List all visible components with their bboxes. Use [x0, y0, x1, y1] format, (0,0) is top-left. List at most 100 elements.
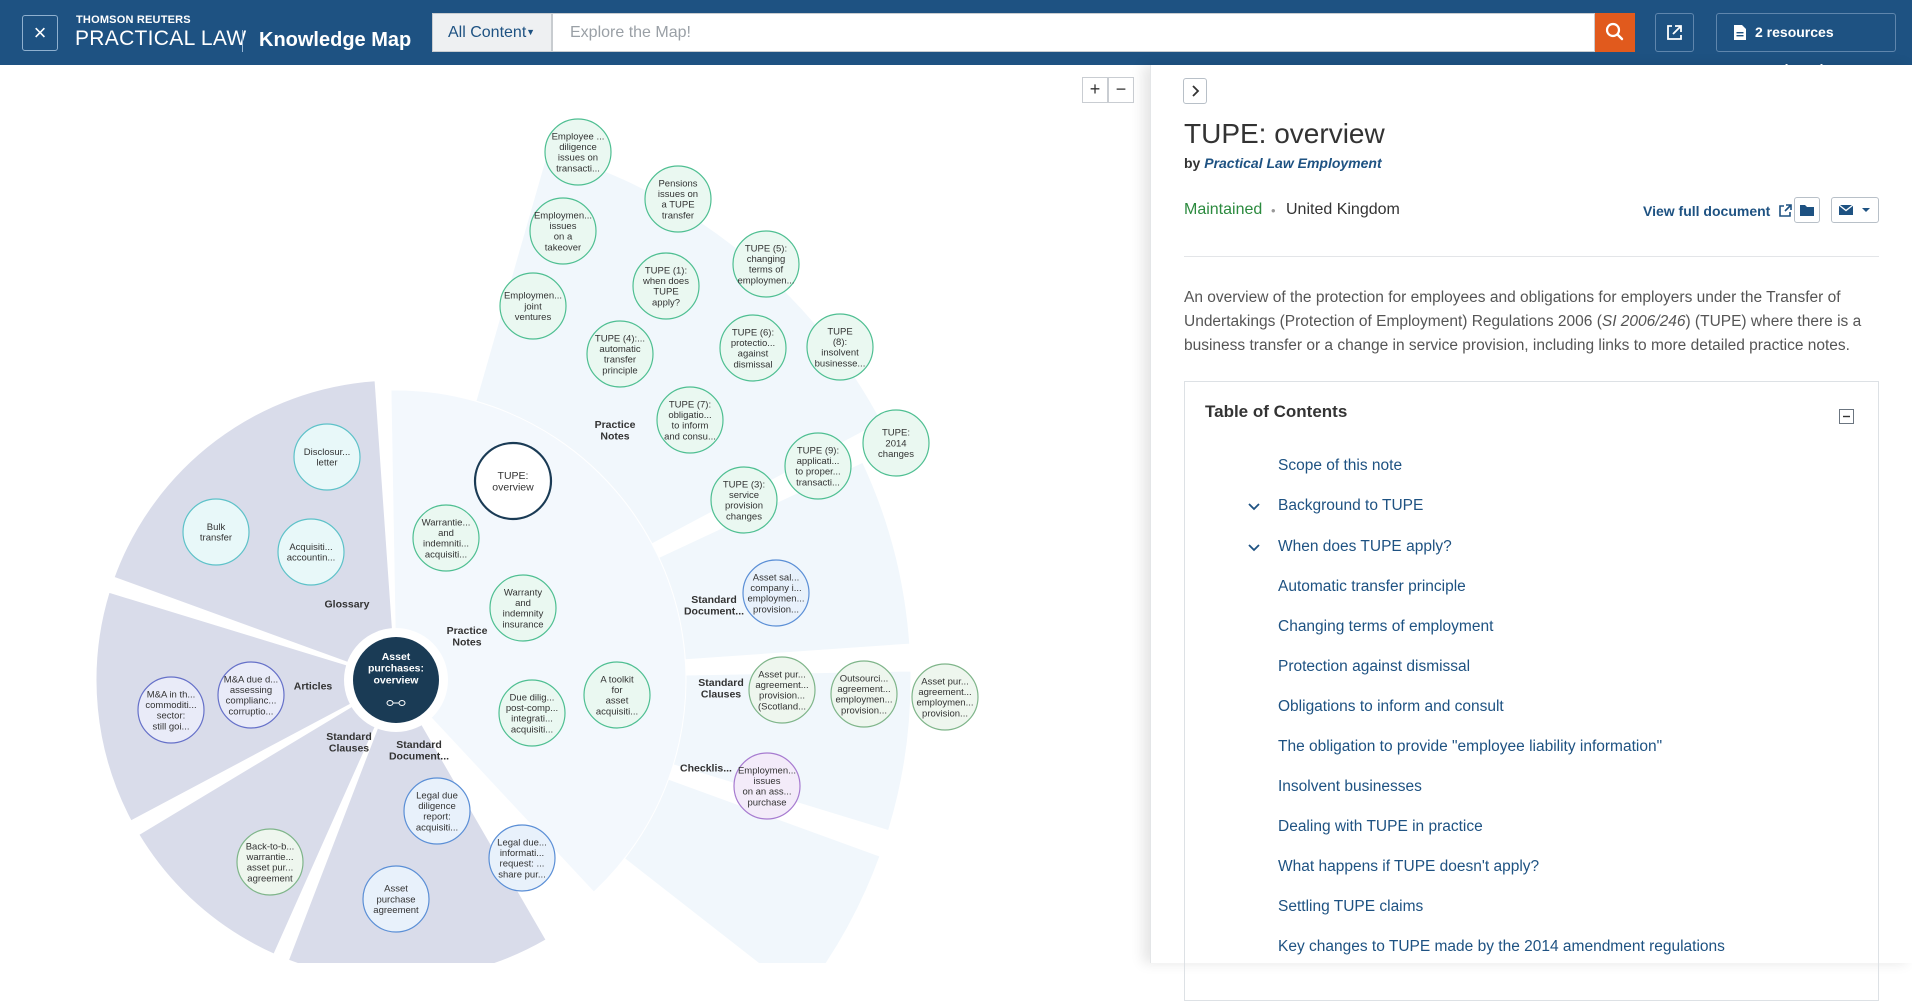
- map-node[interactable]: [583, 661, 651, 729]
- map-node-label: 2014: [885, 438, 906, 449]
- map-node-label: request: ...: [500, 859, 545, 870]
- map-node-label: agreement...: [918, 687, 971, 698]
- map-node-label: businesse...: [815, 358, 866, 369]
- map-node-label: acquisiti...: [416, 822, 458, 833]
- map-node[interactable]: [412, 504, 480, 572]
- resources-previewed-button[interactable]: 2 resources previewed: [1716, 13, 1896, 77]
- document-preview-panel: [1150, 65, 1912, 963]
- map-node[interactable]: [719, 314, 787, 382]
- open-new-window-button[interactable]: [1655, 13, 1694, 52]
- chevron-down-icon[interactable]: [1247, 541, 1261, 559]
- map-node[interactable]: [403, 777, 471, 845]
- map-node-label: TUPE (7):: [669, 399, 711, 410]
- toc-item[interactable]: The obligation to provide "employee liab…: [1278, 738, 1663, 755]
- map-node[interactable]: [911, 663, 979, 731]
- map-node-label: for: [611, 685, 622, 696]
- abstract-text-end: ) (TUPE) where there is a business trans…: [1184, 313, 1862, 354]
- filter-label: All Content: [448, 24, 527, 41]
- map-node[interactable]: [293, 423, 361, 491]
- toc-item[interactable]: Automatic transfer principle: [1278, 578, 1466, 595]
- zoom-in-button[interactable]: +: [1082, 77, 1108, 103]
- map-node-label: Acquisiti...: [289, 542, 332, 553]
- map-node-label: agreement...: [837, 684, 890, 695]
- map-node-label: (Scotland...: [758, 701, 806, 712]
- toc-item[interactable]: Insolvent businesses: [1278, 778, 1422, 795]
- map-node[interactable]: [217, 661, 285, 729]
- map-node-label: post-comp...: [506, 703, 558, 714]
- toc-item[interactable]: Obligations to inform and consult: [1278, 698, 1504, 715]
- toc-item[interactable]: Dealing with TUPE in practice: [1278, 818, 1483, 835]
- map-node-label: TUPE: [653, 287, 678, 298]
- toc-item[interactable]: Scope of this note: [1278, 457, 1403, 474]
- toc-item[interactable]: Protection against dismissal: [1278, 658, 1471, 675]
- map-node-label: asset pur...: [247, 863, 293, 874]
- focus-node[interactable]: [473, 441, 553, 521]
- author-link[interactable]: Practical Law Employment: [1204, 155, 1382, 171]
- toc-item[interactable]: Settling TUPE claims: [1278, 898, 1424, 915]
- map-node[interactable]: [644, 165, 712, 233]
- map-node-label: takeover: [545, 242, 581, 253]
- map-node-label: and: [438, 528, 454, 539]
- chevron-down-icon[interactable]: [1247, 500, 1261, 518]
- map-node-label: Asset sal...: [753, 572, 799, 583]
- collapse-panel-button[interactable]: [1183, 78, 1207, 104]
- external-link-icon: [1779, 204, 1793, 217]
- section-label-practice-notes-outer: Practice: [595, 419, 636, 431]
- map-node[interactable]: [529, 197, 597, 265]
- map-node[interactable]: [742, 559, 810, 627]
- map-node[interactable]: [498, 679, 566, 747]
- save-to-folder-button[interactable]: [1794, 197, 1820, 223]
- map-node[interactable]: [137, 676, 205, 744]
- email-dropdown-button[interactable]: [1831, 197, 1879, 223]
- toc-collapse-button[interactable]: [1839, 409, 1854, 424]
- map-node[interactable]: [732, 230, 800, 298]
- map-node[interactable]: [748, 656, 816, 724]
- map-node-label: TUPE (9):: [797, 445, 839, 456]
- map-node-label: Outsourci...: [840, 673, 889, 684]
- view-full-document-link[interactable]: View full document: [1643, 203, 1796, 219]
- map-node[interactable]: [586, 320, 654, 388]
- map-node[interactable]: [830, 660, 898, 728]
- zoom-out-button[interactable]: −: [1108, 77, 1134, 103]
- search-input[interactable]: [552, 13, 1595, 52]
- toc-item[interactable]: What happens if TUPE doesn't apply?: [1278, 858, 1540, 875]
- toc-item[interactable]: When does TUPE apply?: [1278, 538, 1452, 555]
- search-button[interactable]: [1595, 13, 1635, 52]
- section-label-articles: Articles: [294, 681, 333, 693]
- map-node-label: informati...: [500, 848, 544, 859]
- map-node-label: obligatio...: [668, 410, 711, 421]
- map-node-label: changes: [726, 511, 762, 522]
- map-node[interactable]: [489, 574, 557, 642]
- map-node[interactable]: [544, 118, 612, 186]
- map-node-label: Legal due...: [497, 837, 547, 848]
- map-node[interactable]: [277, 518, 345, 586]
- content-filter-dropdown[interactable]: All Content ▼: [432, 13, 552, 52]
- document-abstract: An overview of the protection for employ…: [1184, 286, 1864, 358]
- map-node-label: M&A due d...: [224, 674, 278, 685]
- map-node-label: Legal due: [416, 790, 458, 801]
- toc-item[interactable]: Key changes to TUPE made by the 2014 ame…: [1278, 938, 1725, 955]
- toc-item[interactable]: Background to TUPE: [1278, 497, 1424, 514]
- map-node[interactable]: [806, 313, 874, 381]
- section-label-practice-notes-inner: Practice: [447, 625, 488, 637]
- map-node[interactable]: [362, 865, 430, 933]
- map-node[interactable]: [488, 824, 556, 892]
- map-node-label: commoditi...: [145, 700, 196, 711]
- map-node[interactable]: [733, 752, 801, 820]
- focus-node-label: overview: [492, 482, 534, 494]
- map-node[interactable]: [710, 466, 778, 534]
- map-node[interactable]: [499, 272, 567, 340]
- knowledge-map-canvas[interactable]: Assetpurchases:overviewPracticeNotesStan…: [0, 65, 1150, 963]
- brand-logo[interactable]: PRACTICAL LAW: [75, 27, 247, 50]
- map-node[interactable]: [784, 432, 852, 500]
- map-node[interactable]: [862, 409, 930, 477]
- map-node[interactable]: [656, 386, 724, 454]
- map-node[interactable]: [632, 252, 700, 320]
- close-button[interactable]: ×: [22, 15, 58, 51]
- map-node[interactable]: [182, 498, 250, 566]
- toc-item[interactable]: Changing terms of employment: [1278, 618, 1494, 635]
- map-node[interactable]: [236, 828, 304, 896]
- center-node[interactable]: [353, 637, 439, 723]
- section-label-glossary: Glossary: [325, 599, 370, 611]
